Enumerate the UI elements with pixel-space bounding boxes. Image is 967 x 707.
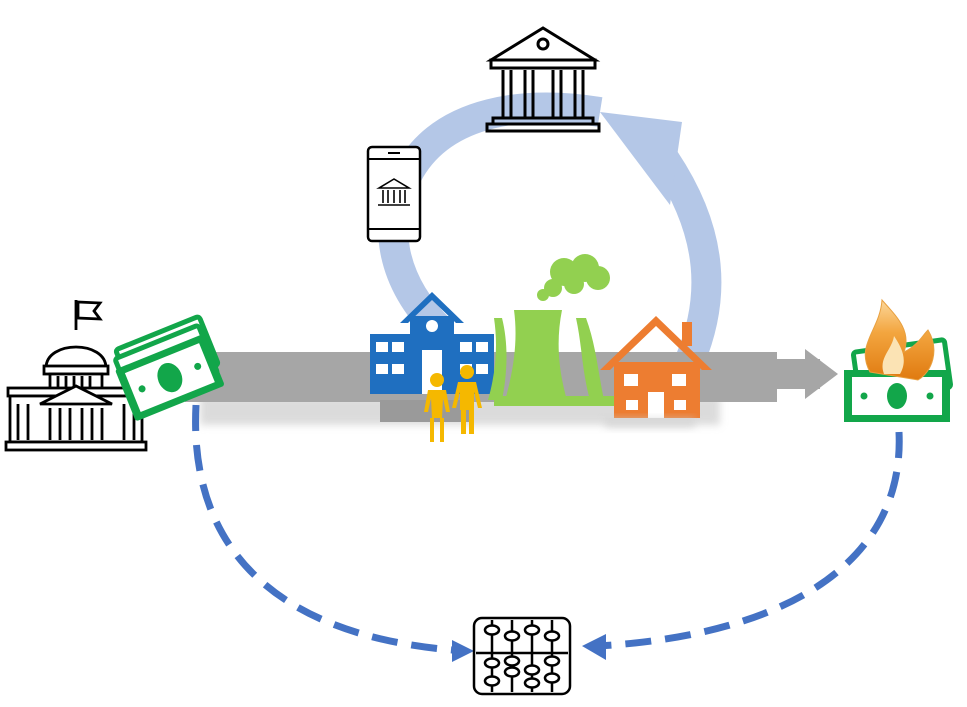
house-icon [600, 316, 712, 418]
people-icon [424, 365, 482, 442]
burning-cash-icon [844, 298, 953, 422]
house-shadow [605, 418, 695, 428]
dashed-arrow-right [597, 431, 903, 650]
cooling-tower-icon [488, 254, 614, 406]
smartphone-bank-icon [366, 145, 422, 243]
dashed-arrow-right-head [582, 634, 606, 660]
dashed-arrow-left-head [452, 640, 474, 662]
abacus-icon [472, 616, 572, 696]
flow-arrow-head [805, 349, 838, 399]
dashed-arrow-left [192, 404, 471, 656]
cash-bundle-icon [113, 314, 224, 421]
bank-building-icon [485, 26, 601, 133]
cycle-arrow-head [600, 112, 682, 205]
